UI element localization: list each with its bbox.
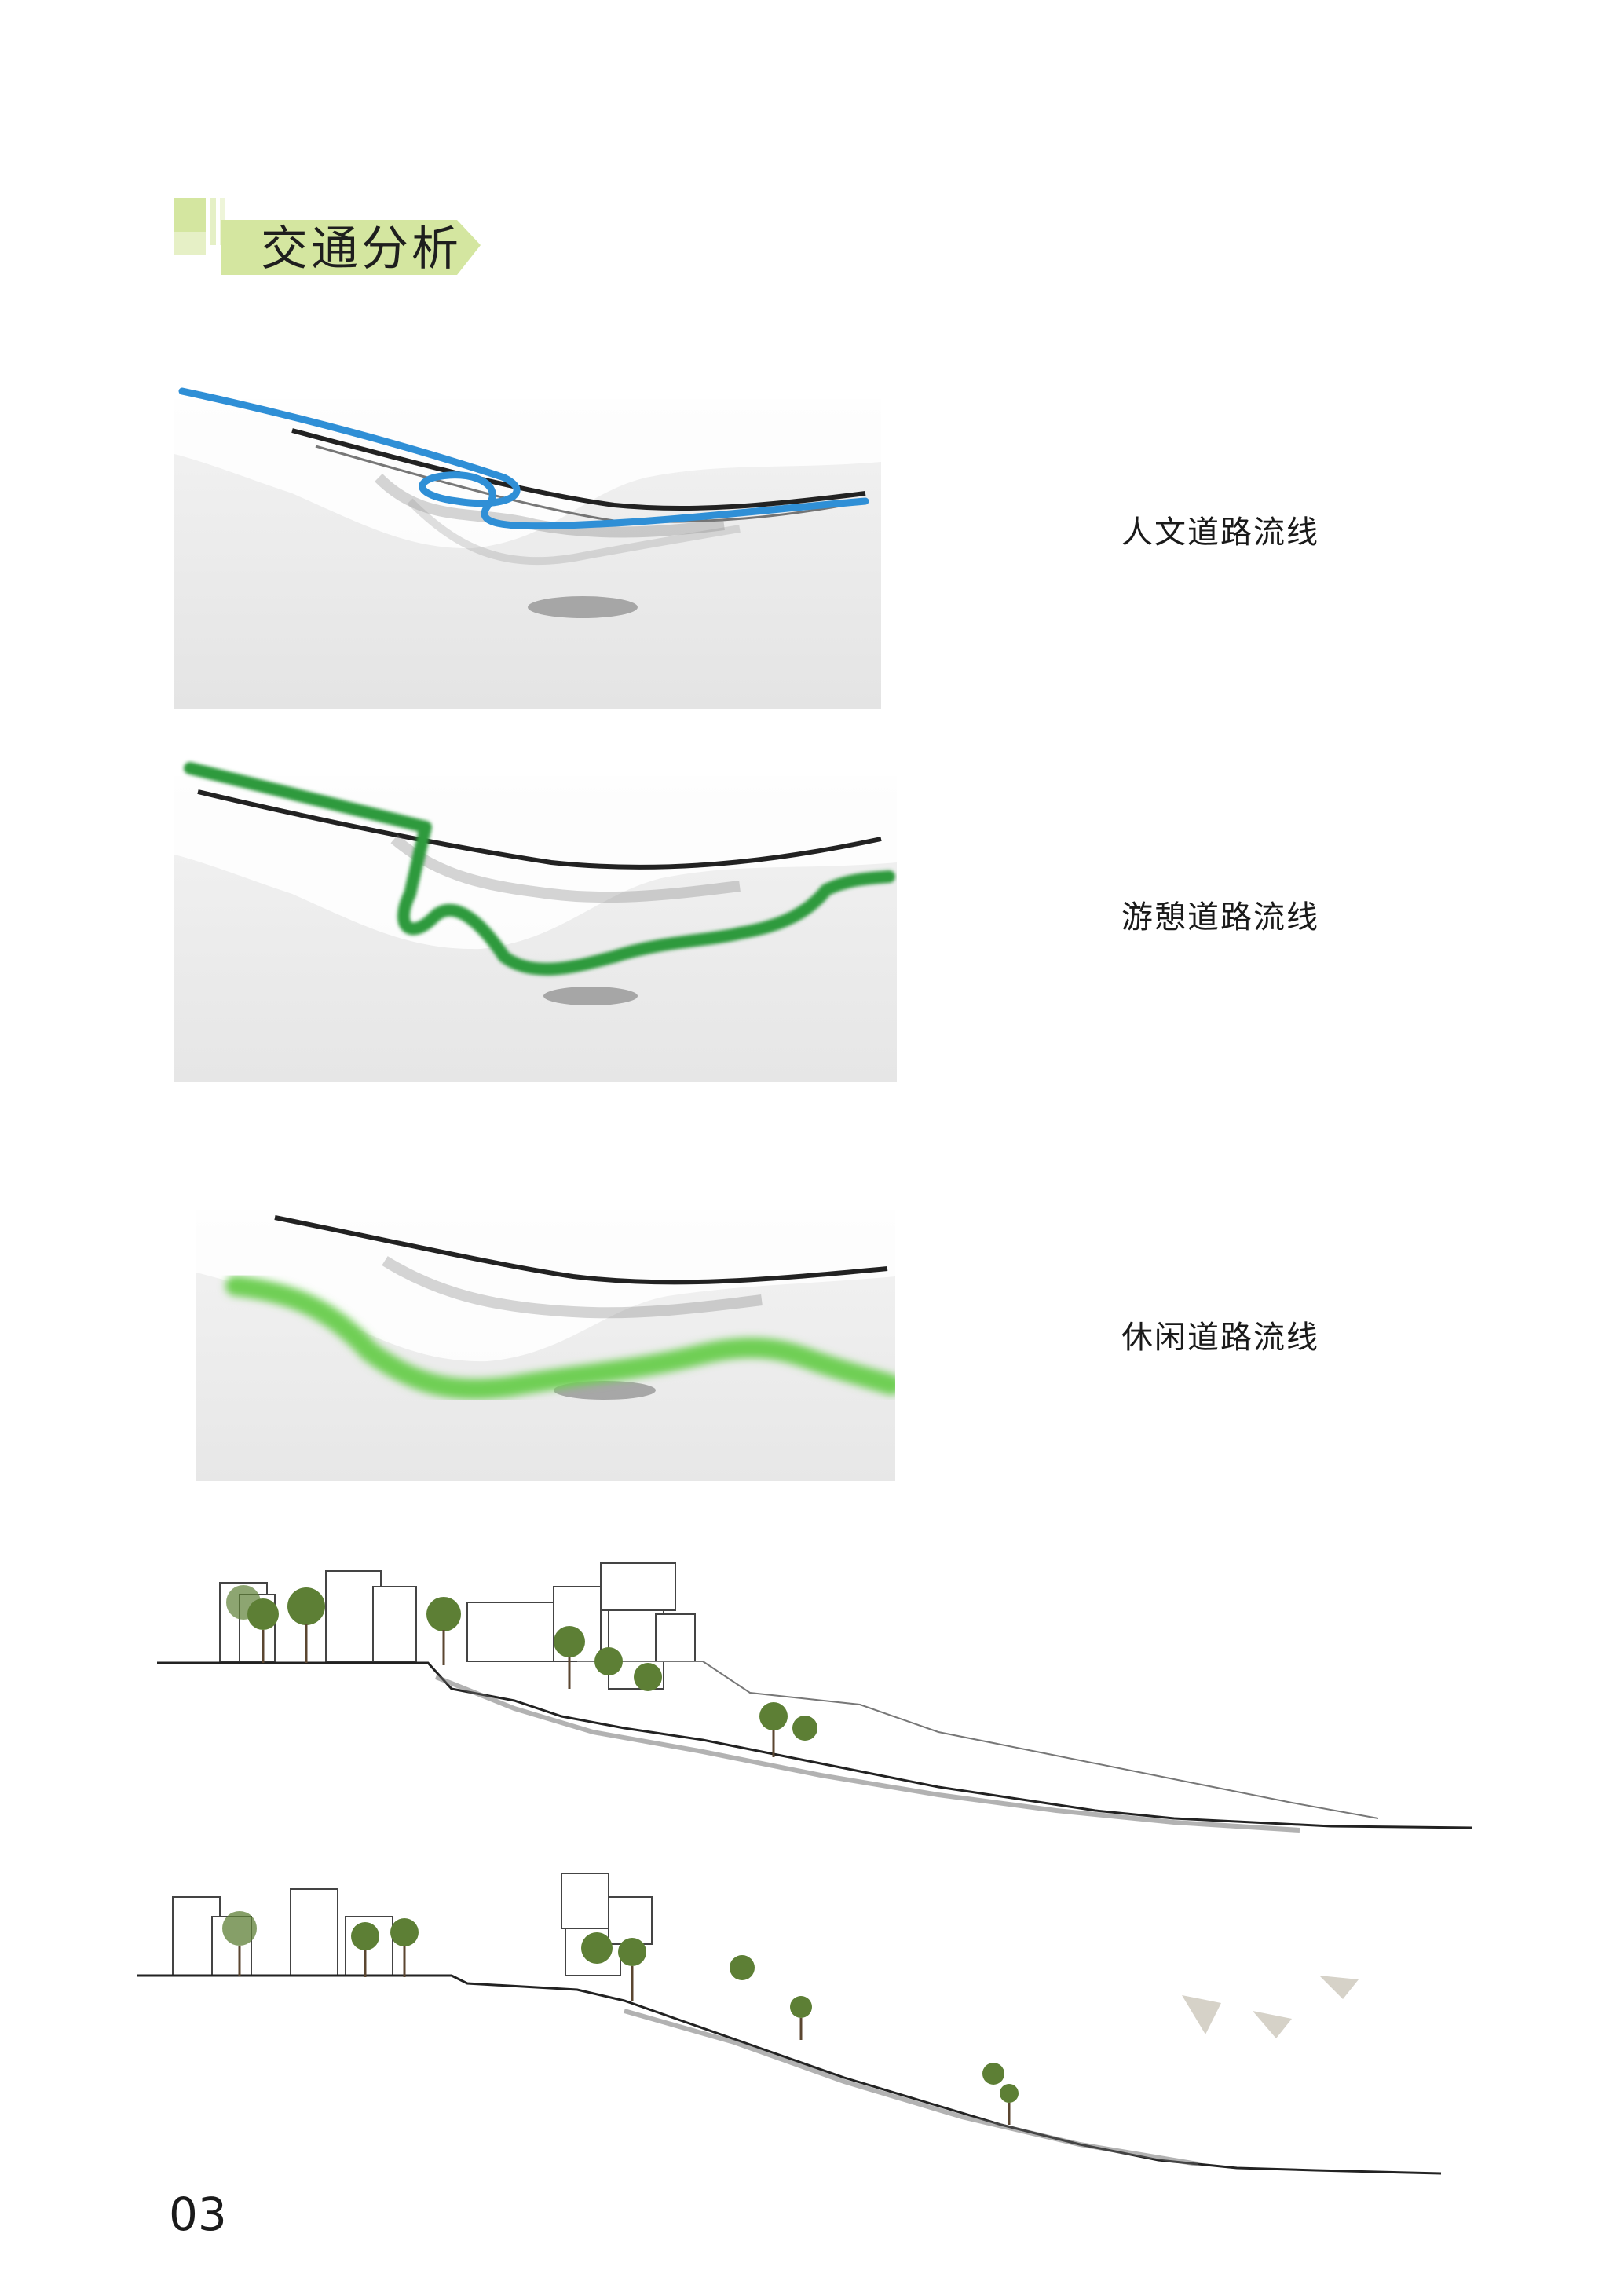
page-title: 交通分析 [261, 222, 462, 276]
birds-decoration [1182, 1976, 1359, 2038]
banner-shape [174, 198, 481, 275]
map-humanities-route [174, 368, 881, 709]
recreation-route-line [184, 762, 895, 976]
map-leisure-route [196, 1151, 895, 1481]
title-banner: 交通分析 [174, 196, 481, 283]
leisure-route-line [225, 1276, 895, 1400]
site-section-upper [153, 1551, 1480, 1866]
map-label-humanities: 人文道路流线 [1121, 514, 1319, 551]
page-number: 03 [169, 2188, 227, 2241]
humanities-route-line [178, 387, 508, 482]
site-section-lower [137, 1873, 1457, 2203]
map-label-recreation: 游憩道路流线 [1121, 899, 1319, 936]
map-recreation-route [174, 745, 897, 1082]
map-label-leisure: 休闲道路流线 [1121, 1320, 1319, 1356]
